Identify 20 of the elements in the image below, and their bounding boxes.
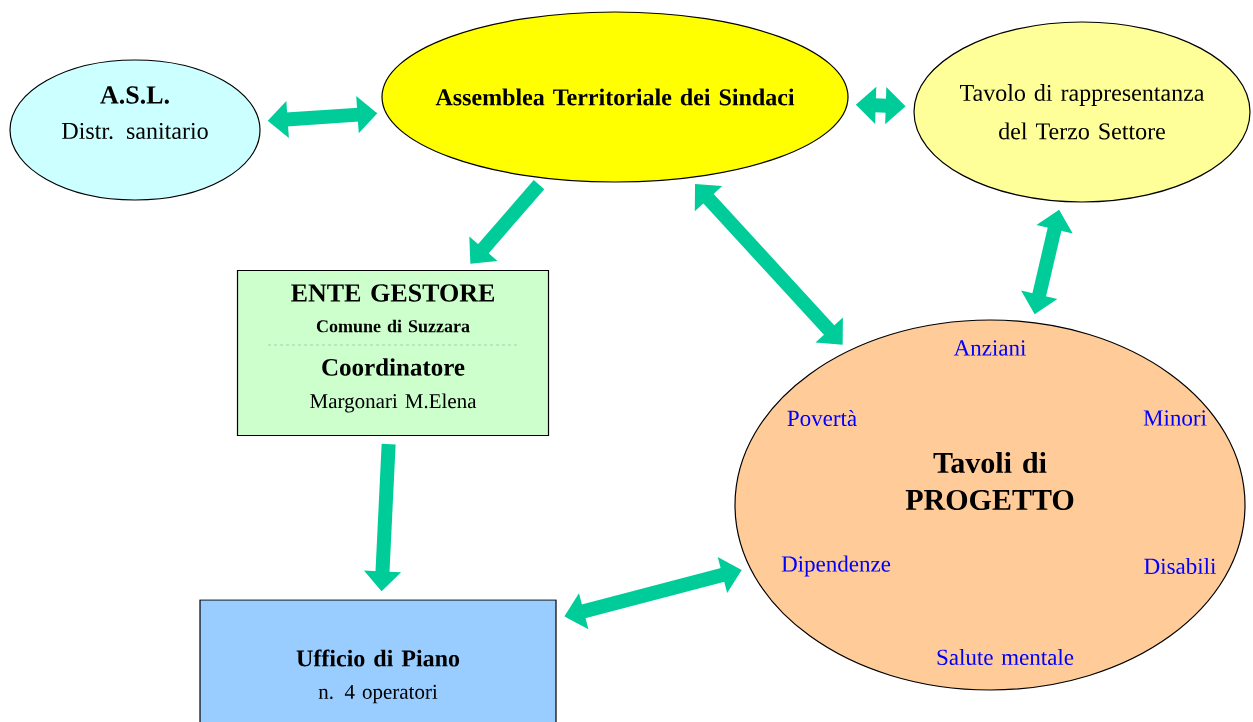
topic-label: Povertà (787, 409, 857, 427)
subtitle: Distr. sanitario (62, 122, 208, 140)
subtitle: n. 4 operatori (318, 684, 438, 704)
heading: Assemblea Territoriale dei Sindaci (435, 88, 795, 106)
label-text: del Terzo Settore (999, 122, 1165, 140)
block-arrow (694, 184, 843, 345)
subtitle: Comune di Suzzara (316, 319, 470, 333)
topic-label: Salute mentale (937, 648, 1074, 666)
heading: ENTE GESTORE (291, 284, 495, 302)
topic-label: Minori (1143, 410, 1207, 426)
heading: A.S.L. (100, 86, 169, 104)
topic-label: Disabili (1144, 557, 1216, 575)
heading: Coordinatore (322, 358, 465, 376)
label-text: Tavolo di rappresentanza (960, 84, 1205, 106)
heading: Tavoli di PROGETTO (905, 451, 1074, 511)
topic-label: Dipendenze (781, 555, 891, 577)
heading: Ufficio di Piano (296, 649, 460, 667)
subtitle: Margonari M.Elena (310, 393, 477, 413)
topic-label: Anziani (953, 340, 1026, 356)
block-arrow (469, 180, 545, 264)
